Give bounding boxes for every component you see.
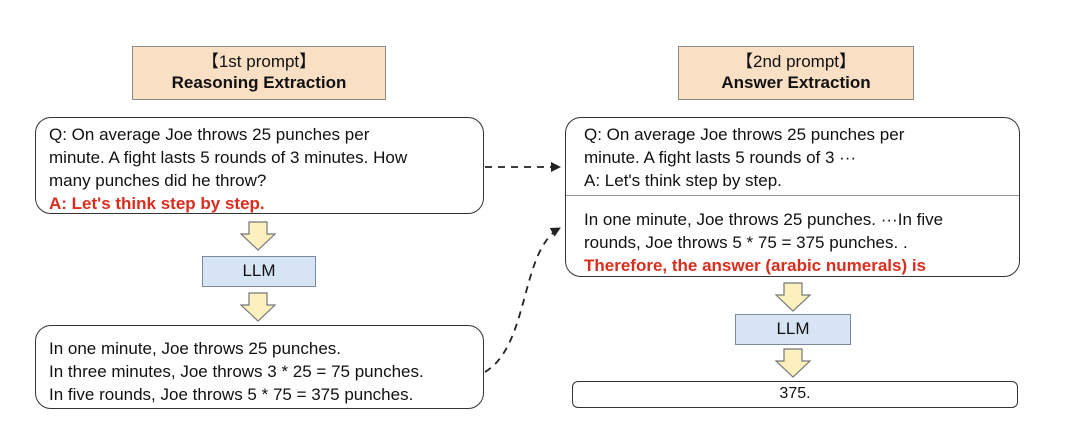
question-line: A: Let's think step by step. — [584, 171, 782, 190]
reasoning-to-second-prompt-arrow — [484, 227, 561, 373]
question-line: minute. A fight lasts 5 rounds of 3 ··· — [584, 148, 857, 167]
first-prompt-label: 【1st prompt】 Reasoning Extraction — [132, 46, 386, 100]
reasoning-line: In one minute, Joe throws 25 punches. ··… — [584, 210, 944, 229]
second-prompt-box: Q: On average Joe throws 25 punches per … — [565, 117, 1020, 277]
reasoning-trigger: A: Let's think step by step. — [49, 194, 265, 213]
first-prompt-title: Reasoning Extraction — [171, 73, 347, 92]
second-prompt-question: Q: On average Joe throws 25 punches per … — [566, 118, 1019, 195]
down-arrow-icon — [240, 221, 276, 251]
first-llm-box: LLM — [202, 256, 316, 287]
first-prompt-tag: 【1st prompt】 — [201, 52, 317, 71]
reasoning-line: rounds, Joe throws 5 * 75 = 375 punches.… — [584, 233, 908, 252]
divider — [566, 195, 1019, 196]
down-arrow-icon — [775, 348, 811, 378]
down-arrow-icon — [240, 292, 276, 322]
second-llm-box: LLM — [735, 314, 851, 345]
first-prompt-question-box: Q: On average Joe throws 25 punches per … — [35, 117, 484, 214]
second-prompt-label: 【2nd prompt】 Answer Extraction — [678, 46, 914, 100]
second-prompt-tag: 【2nd prompt】 — [736, 52, 856, 71]
second-prompt-reasoning: In one minute, Joe throws 25 punches. ··… — [566, 196, 1019, 277]
question-line: Q: On average Joe throws 25 punches per — [49, 125, 370, 144]
reasoning-line: In one minute, Joe throws 25 punches. — [49, 339, 342, 358]
second-prompt-title: Answer Extraction — [721, 73, 871, 92]
down-arrow-icon — [775, 282, 811, 312]
llm-label: LLM — [776, 319, 810, 338]
question-line: many punches did he throw? — [49, 171, 267, 190]
question-line: minute. A fight lasts 5 rounds of 3 minu… — [49, 148, 408, 167]
reasoning-line: In three minutes, Joe throws 3 * 25 = 75… — [49, 362, 424, 381]
reasoning-output-box: In one minute, Joe throws 25 punches. In… — [35, 325, 484, 409]
answer-trigger: Therefore, the answer (arabic numerals) … — [584, 256, 927, 275]
final-answer: 375. — [779, 385, 811, 402]
reasoning-line: In five rounds, Joe throws 5 * 75 = 375 … — [49, 385, 414, 404]
final-answer-box: 375. — [572, 381, 1018, 408]
question-line: Q: On average Joe throws 25 punches per — [584, 125, 905, 144]
llm-label: LLM — [242, 261, 276, 280]
